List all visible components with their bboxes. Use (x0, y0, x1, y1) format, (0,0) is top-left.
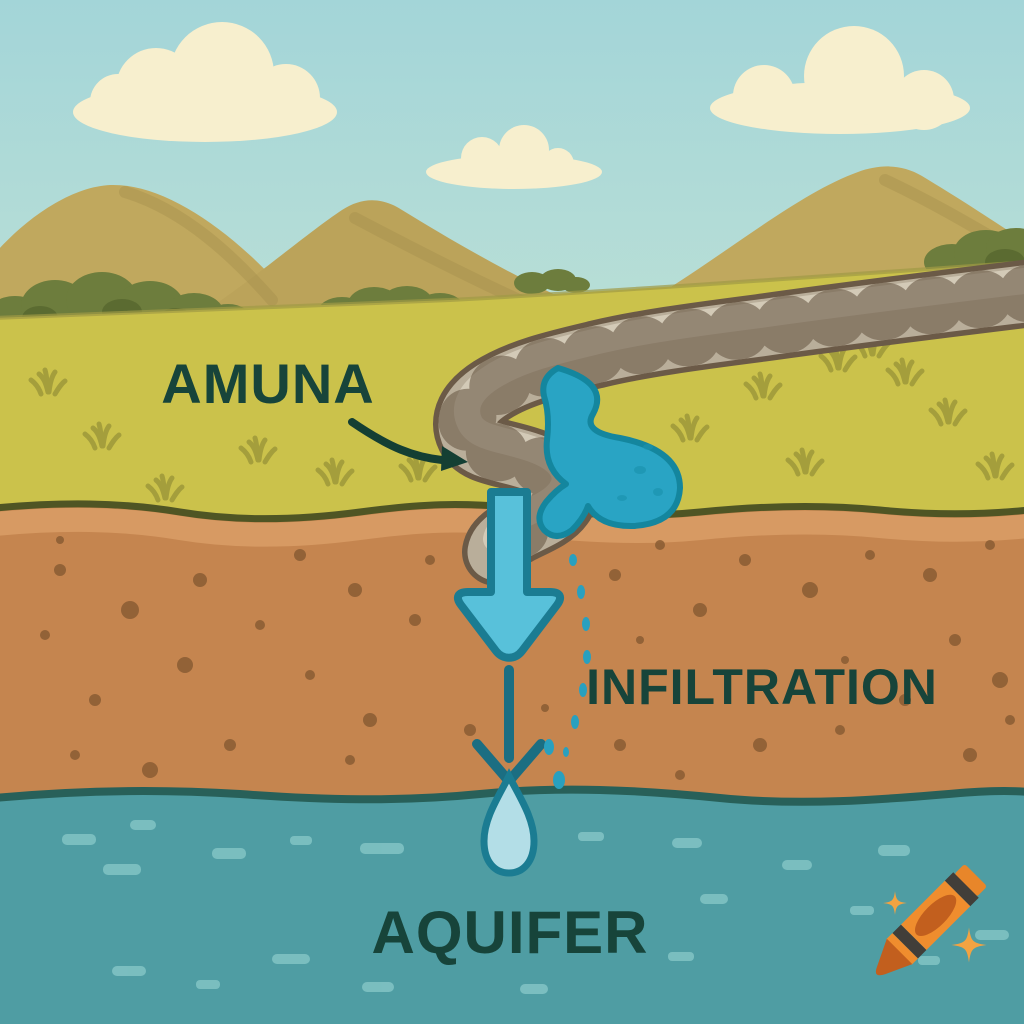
drip-trail (544, 554, 591, 789)
cloud-middle (426, 125, 602, 189)
infiltration-arrow (453, 488, 565, 662)
infiltration-label: INFILTRATION (586, 659, 938, 715)
water-table-line (0, 785, 1024, 806)
crayon-watermark (875, 865, 987, 976)
channel-water-pool (536, 365, 683, 539)
spill-water (536, 365, 683, 539)
aquifer-label: AQUIFER (372, 899, 649, 966)
water-dashes (62, 820, 1009, 994)
amuna-pointer-arrow (348, 418, 468, 471)
bush-cluster-center-small (514, 269, 590, 294)
cloud-right (710, 26, 970, 134)
clouds (73, 22, 970, 189)
amuna-label: AMUNA (161, 352, 374, 415)
seepage-arrow (472, 665, 546, 785)
crayon-icon (875, 865, 986, 976)
aquifer-layer (0, 785, 1024, 1024)
horizon-line (0, 260, 1024, 320)
water-droplet (480, 768, 538, 877)
aquifer-water (0, 789, 1024, 1024)
pool-speckles (617, 444, 663, 501)
cloud-left (73, 22, 337, 142)
soil-dots (40, 536, 1015, 780)
